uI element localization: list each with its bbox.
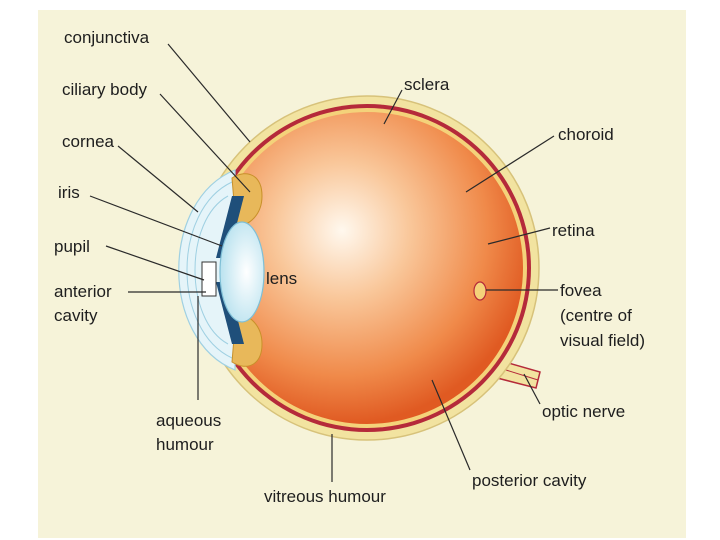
label-posterior-cavity: posterior cavity	[472, 471, 587, 490]
label-fovea-line1: fovea	[560, 281, 602, 300]
label-aqueous-humour-line1: aqueous	[156, 411, 221, 430]
label-iris: iris	[58, 183, 80, 202]
label-ciliary-body: ciliary body	[62, 80, 148, 99]
fovea	[474, 282, 486, 300]
label-lens: lens	[266, 269, 297, 288]
label-choroid: choroid	[558, 125, 614, 144]
label-sclera: sclera	[404, 75, 450, 94]
pupil	[202, 262, 216, 296]
label-conjunctiva: conjunctiva	[64, 28, 150, 47]
label-fovea-line2: (centre of	[560, 306, 632, 325]
label-retina: retina	[552, 221, 595, 240]
label-fovea-line3: visual field)	[560, 331, 645, 350]
label-aqueous-humour-line2: humour	[156, 435, 214, 454]
label-optic-nerve: optic nerve	[542, 402, 625, 421]
lens	[220, 222, 264, 322]
label-anterior-cavity-line1: anterior	[54, 282, 112, 301]
label-anterior-cavity-line2: cavity	[54, 306, 98, 325]
label-cornea: cornea	[62, 132, 115, 151]
label-pupil: pupil	[54, 237, 90, 256]
label-vitreous-humour: vitreous humour	[264, 487, 386, 506]
